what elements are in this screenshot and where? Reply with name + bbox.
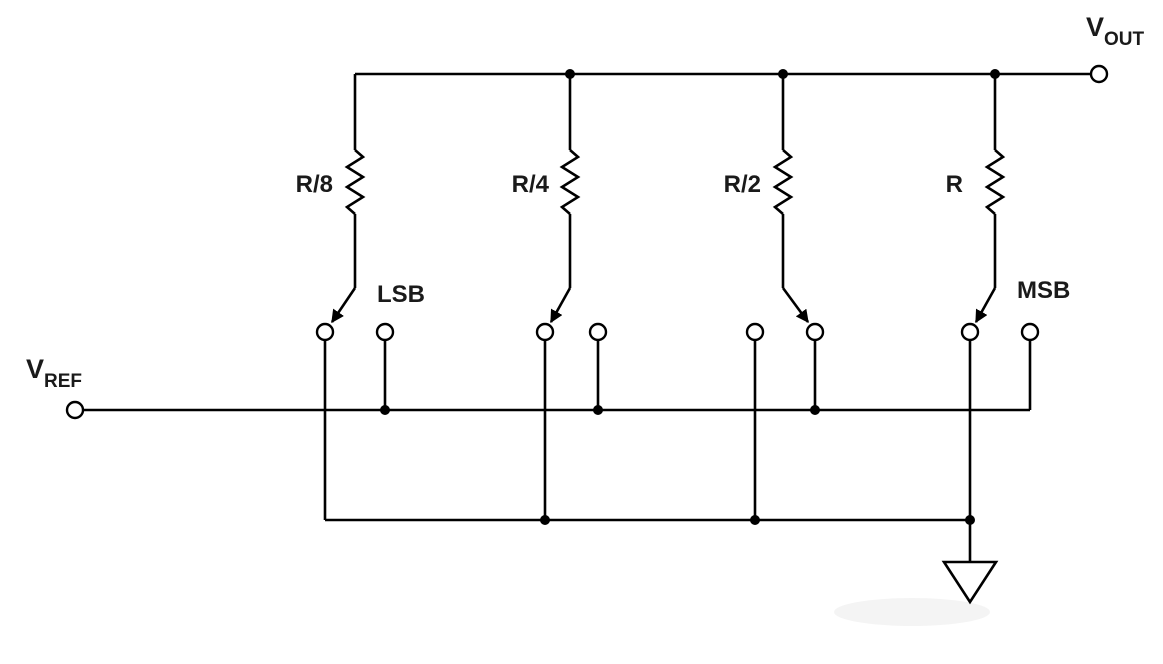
vref-label-symbol: V [26, 354, 44, 384]
resistor-r2 [772, 149, 794, 215]
switch-bit2-ground-contact [745, 322, 765, 342]
vout-label-subscript: OUT [1104, 29, 1145, 50]
switch-bit1-vref-contact [588, 322, 608, 342]
resistor-r-label: R [946, 171, 963, 198]
resistor-r4-label: R/4 [512, 171, 550, 198]
switch-lsb-ground-contact [315, 322, 335, 342]
vref-label-subscript: REF [44, 371, 82, 392]
vref-terminal [65, 400, 85, 420]
branch-bit1 [535, 74, 608, 520]
vout-terminal [1089, 64, 1109, 84]
lsb-label: LSB [377, 281, 425, 308]
resistor-r8 [344, 149, 366, 215]
switch-msb-vref-contact [1020, 322, 1040, 342]
switch-lsb-vref-contact [375, 322, 395, 342]
switch-bit1-ground-contact [535, 322, 555, 342]
branch-bit0 [315, 74, 395, 520]
resistor-r [984, 149, 1006, 215]
switch-msb-ground-contact [960, 322, 980, 342]
branch-bit3 [960, 74, 1040, 562]
switch-bit2-vref-contact [805, 322, 825, 342]
resistor-r8-label: R/8 [296, 171, 333, 198]
switch-bit2-lever [781, 287, 810, 324]
resistor-r2-label: R/2 [724, 171, 761, 198]
branch-bit2 [745, 74, 825, 520]
resistor-r4 [559, 149, 581, 215]
ground-symbol [941, 560, 999, 605]
background-smudge [834, 598, 990, 626]
switch-bit1-lever [549, 287, 572, 324]
vout-label-symbol: V [1086, 12, 1104, 42]
switch-msb-lever [974, 287, 997, 324]
switch-lsb-lever [330, 287, 357, 324]
msb-label: MSB [1017, 277, 1070, 304]
